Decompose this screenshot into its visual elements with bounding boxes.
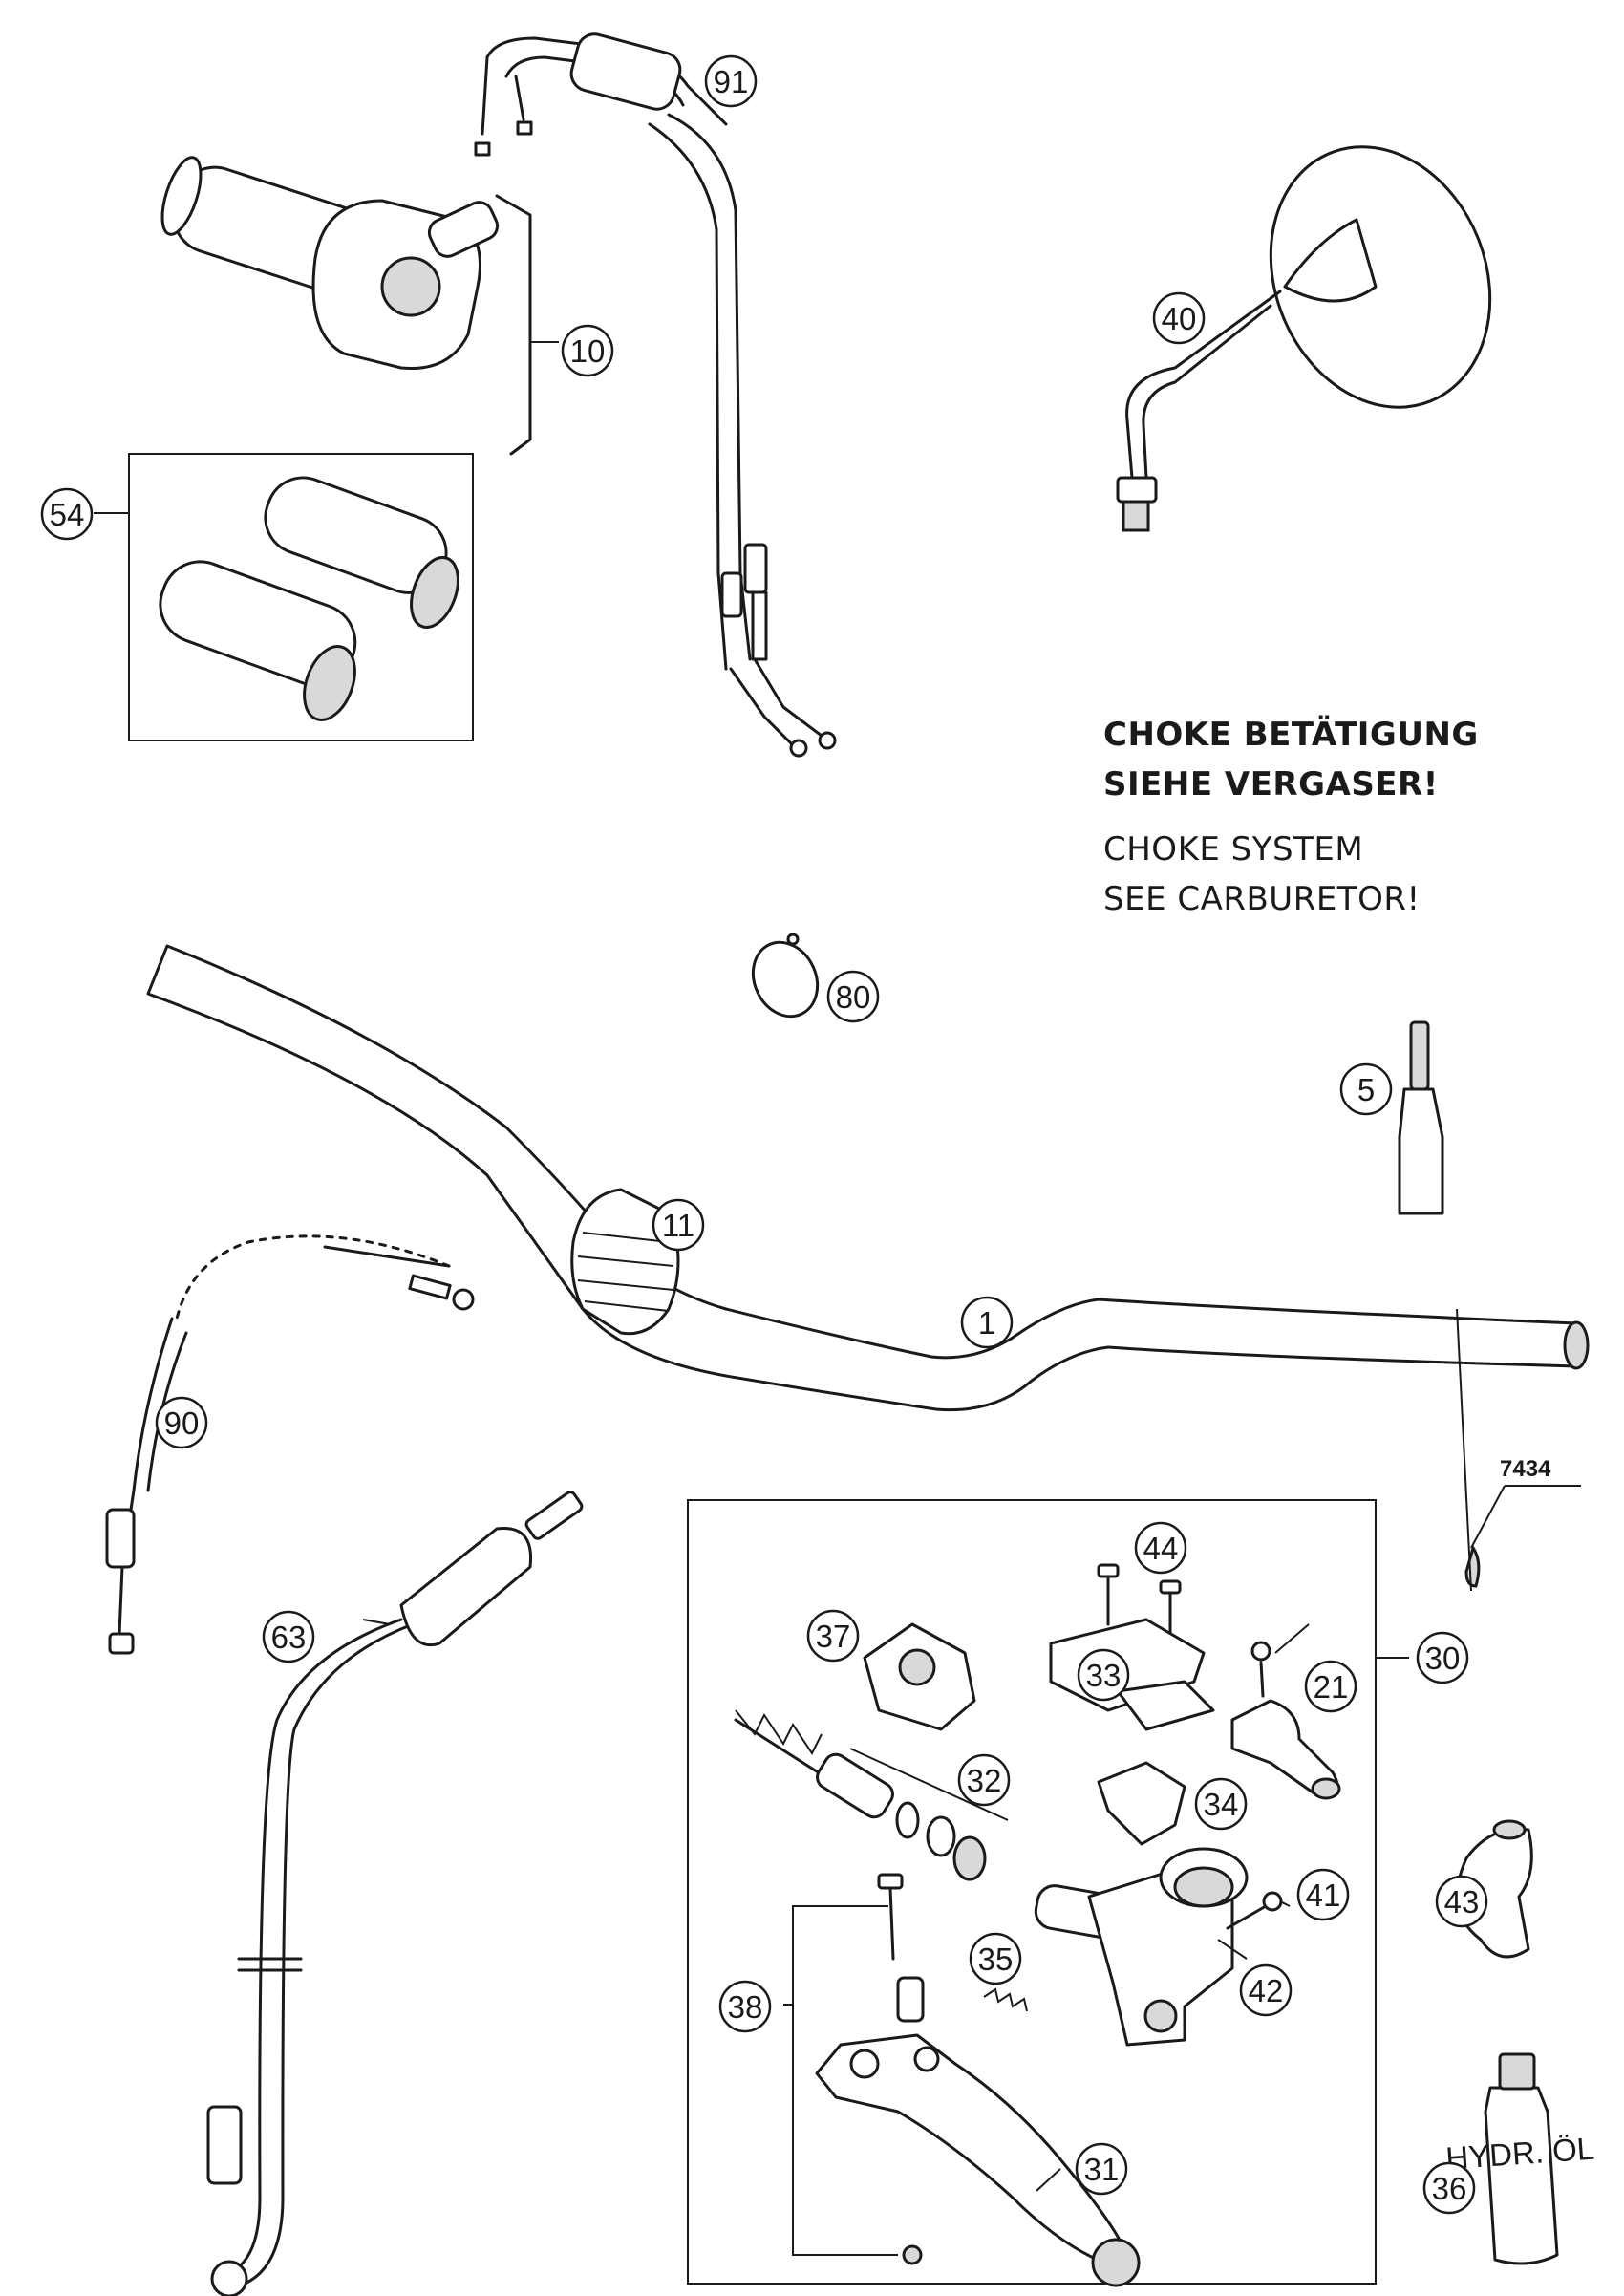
svg-text:41: 41	[1306, 1878, 1341, 1913]
callout-63: 63	[262, 1610, 315, 1663]
svg-text:31: 31	[1084, 2152, 1120, 2187]
cable-tie	[751, 933, 820, 1019]
callout-33: 33	[1077, 1648, 1130, 1702]
grip-set	[128, 453, 474, 741]
svg-text:21: 21	[1314, 1669, 1349, 1705]
callout-10: 10	[561, 324, 614, 377]
callout-38: 38	[718, 1980, 772, 2033]
svg-text:40: 40	[1162, 301, 1197, 336]
callout-41: 41	[1296, 1868, 1350, 1921]
clamp-37	[863, 1622, 976, 1731]
callout-42: 42	[1239, 1963, 1293, 2017]
svg-text:11: 11	[662, 1208, 694, 1243]
choke-note-en-line2: SEE CARBURETOR!	[1103, 880, 1421, 918]
callout-40: 40	[1152, 291, 1206, 345]
callout-32: 32	[957, 1753, 1011, 1807]
svg-text:37: 37	[816, 1619, 851, 1654]
svg-text:35: 35	[978, 1942, 1014, 1977]
oil-bottle-label: HYDR. ÖL	[1444, 2131, 1595, 2177]
svg-text:38: 38	[728, 1989, 763, 2025]
callout-21: 21	[1304, 1660, 1357, 1713]
choke-note-en-line1: CHOKE SYSTEM	[1103, 830, 1364, 869]
svg-text:80: 80	[836, 979, 871, 1015]
bracket-34	[1097, 1761, 1186, 1846]
callout-44: 44	[1134, 1521, 1187, 1575]
callout-37: 37	[806, 1609, 860, 1663]
threadlocker-bottle	[1398, 1020, 1444, 1215]
callout-5: 5	[1339, 1062, 1393, 1116]
callout-bubbles: 91 10 40 54 80 5 11 1	[40, 54, 1488, 2215]
choke-cable	[105, 1234, 475, 1655]
callout-90: 90	[155, 1396, 208, 1449]
callout-91: 91	[704, 54, 758, 108]
svg-text:32: 32	[967, 1763, 1002, 1798]
svg-text:91: 91	[714, 64, 749, 99]
svg-text:10: 10	[570, 333, 606, 369]
rear-mirror	[1116, 145, 1492, 532]
svg-text:36: 36	[1432, 2171, 1467, 2206]
callout-80: 80	[826, 970, 880, 1023]
choke-note-de-line2: SIEHE VERGASER!	[1103, 765, 1439, 804]
svg-text:63: 63	[271, 1620, 307, 1655]
svg-text:1: 1	[978, 1305, 995, 1341]
callout-30: 30	[1416, 1631, 1469, 1684]
hydraulic-oil-bottle: HYDR. ÖL	[1444, 2052, 1595, 2265]
ref-number: 7434	[1500, 1456, 1551, 1482]
spring-35	[983, 1987, 1028, 2012]
throttle-cable-set	[474, 32, 837, 758]
svg-text:33: 33	[1086, 1658, 1122, 1693]
handlebar-pad	[570, 1188, 680, 1336]
lever-adjuster-21	[1230, 1641, 1341, 1800]
callout-35: 35	[969, 1932, 1022, 1985]
callout-54: 54	[40, 487, 94, 541]
callout-31: 31	[1075, 2142, 1128, 2196]
hot-start-cable	[206, 1491, 584, 2296]
master-cylinder-42	[1034, 1847, 1249, 2047]
choke-note-de-line1: CHOKE BETÄTIGUNG	[1103, 716, 1479, 754]
piston-kit-32	[734, 1709, 1009, 1881]
svg-text:90: 90	[164, 1405, 200, 1441]
svg-text:54: 54	[50, 497, 85, 532]
svg-text:30: 30	[1425, 1641, 1461, 1676]
svg-text:44: 44	[1143, 1531, 1179, 1566]
pivot-bolt-38	[783, 1873, 925, 2265]
callout-1: 1	[960, 1296, 1014, 1349]
brake-lever-31	[815, 2033, 1141, 2287]
callout-34: 34	[1194, 1777, 1248, 1831]
callout-36: 36	[1422, 2161, 1476, 2215]
ref-7434-indicator	[1456, 1308, 1581, 1592]
svg-text:5: 5	[1357, 1072, 1375, 1107]
callout-43: 43	[1435, 1875, 1488, 1928]
throttle-grip-assembly	[160, 156, 532, 456]
svg-text:42: 42	[1249, 1973, 1284, 2008]
svg-text:43: 43	[1444, 1884, 1480, 1920]
reservoir-cover-33	[1049, 1618, 1215, 1731]
svg-text:34: 34	[1204, 1787, 1239, 1822]
callout-11: 11	[652, 1198, 705, 1252]
